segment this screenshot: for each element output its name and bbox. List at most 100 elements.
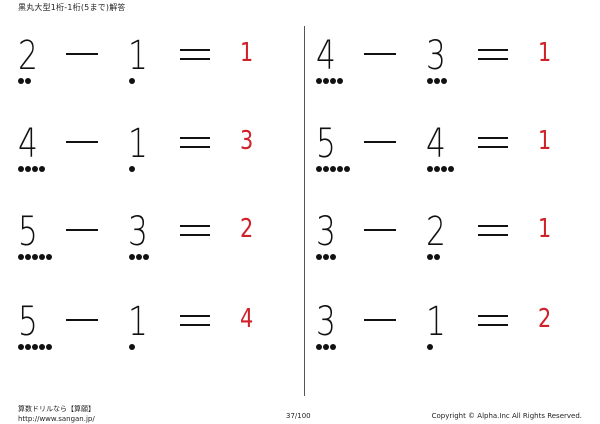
- count-dot: [32, 344, 38, 350]
- minus-sign: [66, 141, 98, 143]
- count-dot: [330, 344, 336, 350]
- count-dot: [129, 344, 135, 350]
- count-dot: [434, 254, 440, 260]
- minuend-dots: [18, 254, 52, 262]
- footer-url[interactable]: http://www.sangan.jp/: [18, 415, 95, 423]
- count-dot: [32, 254, 38, 260]
- count-dot: [25, 344, 31, 350]
- footer-site-block: 算数ドリルなら【算願】 http://www.sangan.jp/: [18, 404, 95, 424]
- count-dot: [129, 254, 135, 260]
- count-dot: [39, 166, 45, 172]
- minuend-dots: [18, 78, 31, 86]
- subtrahend-dots: [129, 166, 135, 174]
- answer-value: 1: [538, 126, 552, 156]
- count-dot: [136, 254, 142, 260]
- count-dot: [18, 344, 24, 350]
- minuend-dots: [316, 78, 343, 86]
- count-dot: [344, 166, 350, 172]
- equals-sign: [180, 137, 210, 148]
- subtrahend: 1: [426, 299, 446, 345]
- equals-sign: [180, 225, 210, 236]
- minus-sign: [66, 53, 98, 55]
- subtrahend-dots: [427, 254, 440, 262]
- subtrahend-dots: [129, 344, 135, 352]
- subtrahend: 1: [128, 33, 148, 79]
- minuend: 5: [18, 299, 38, 345]
- count-dot: [316, 254, 322, 260]
- minuend: 2: [18, 33, 38, 79]
- count-dot: [25, 78, 31, 84]
- minus-sign: [364, 229, 396, 231]
- page-number: 37/100: [286, 412, 311, 420]
- subtrahend: 4: [426, 121, 446, 167]
- count-dot: [18, 78, 24, 84]
- count-dot: [323, 78, 329, 84]
- answer-value: 1: [538, 214, 552, 244]
- count-dot: [46, 254, 52, 260]
- subtrahend-dots: [427, 166, 454, 174]
- count-dot: [323, 344, 329, 350]
- minus-sign: [66, 319, 98, 321]
- minuend-dots: [18, 344, 52, 352]
- equals-sign: [478, 137, 508, 148]
- count-dot: [330, 78, 336, 84]
- count-dot: [448, 166, 454, 172]
- count-dot: [330, 254, 336, 260]
- count-dot: [441, 166, 447, 172]
- footer-site-name: 算数ドリルなら【算願】: [18, 405, 95, 413]
- count-dot: [316, 78, 322, 84]
- count-dot: [316, 344, 322, 350]
- count-dot: [25, 254, 31, 260]
- answer-value: 3: [240, 126, 254, 156]
- count-dot: [18, 166, 24, 172]
- worksheet-title: 黒丸大型1桁-1桁(5まで)解答: [18, 3, 126, 12]
- count-dot: [129, 78, 135, 84]
- subtrahend-dots: [427, 78, 447, 86]
- minus-sign: [364, 141, 396, 143]
- subtrahend-dots: [427, 344, 433, 352]
- count-dot: [323, 166, 329, 172]
- problem-left-4: 5 1 4: [18, 302, 308, 392]
- minuend: 4: [316, 33, 336, 79]
- count-dot: [427, 344, 433, 350]
- count-dot: [427, 254, 433, 260]
- subtrahend: 3: [128, 209, 148, 255]
- minuend: 3: [316, 209, 336, 255]
- count-dot: [337, 78, 343, 84]
- count-dot: [39, 254, 45, 260]
- count-dot: [39, 344, 45, 350]
- minuend-dots: [316, 344, 336, 352]
- minuend: 3: [316, 299, 336, 345]
- subtrahend-dots: [129, 254, 149, 262]
- minus-sign: [364, 53, 396, 55]
- equals-sign: [478, 225, 508, 236]
- minuend-dots: [316, 166, 350, 174]
- count-dot: [427, 166, 433, 172]
- equals-sign: [478, 49, 508, 60]
- equals-sign: [478, 315, 508, 326]
- count-dot: [323, 254, 329, 260]
- count-dot: [434, 78, 440, 84]
- minus-sign: [66, 229, 98, 231]
- count-dot: [441, 78, 447, 84]
- count-dot: [32, 166, 38, 172]
- count-dot: [18, 254, 24, 260]
- count-dot: [330, 166, 336, 172]
- answer-value: 4: [240, 304, 254, 334]
- column-divider: [304, 26, 305, 396]
- subtrahend: 2: [426, 209, 446, 255]
- answer-value: 2: [538, 304, 552, 334]
- minuend: 4: [18, 121, 38, 167]
- count-dot: [143, 254, 149, 260]
- answer-value: 2: [240, 214, 254, 244]
- minuend: 5: [316, 121, 336, 167]
- problem-right-2: 5 4 1: [316, 124, 600, 214]
- subtrahend: 1: [128, 299, 148, 345]
- count-dot: [434, 166, 440, 172]
- subtrahend-dots: [129, 78, 135, 86]
- minuend-dots: [18, 166, 45, 174]
